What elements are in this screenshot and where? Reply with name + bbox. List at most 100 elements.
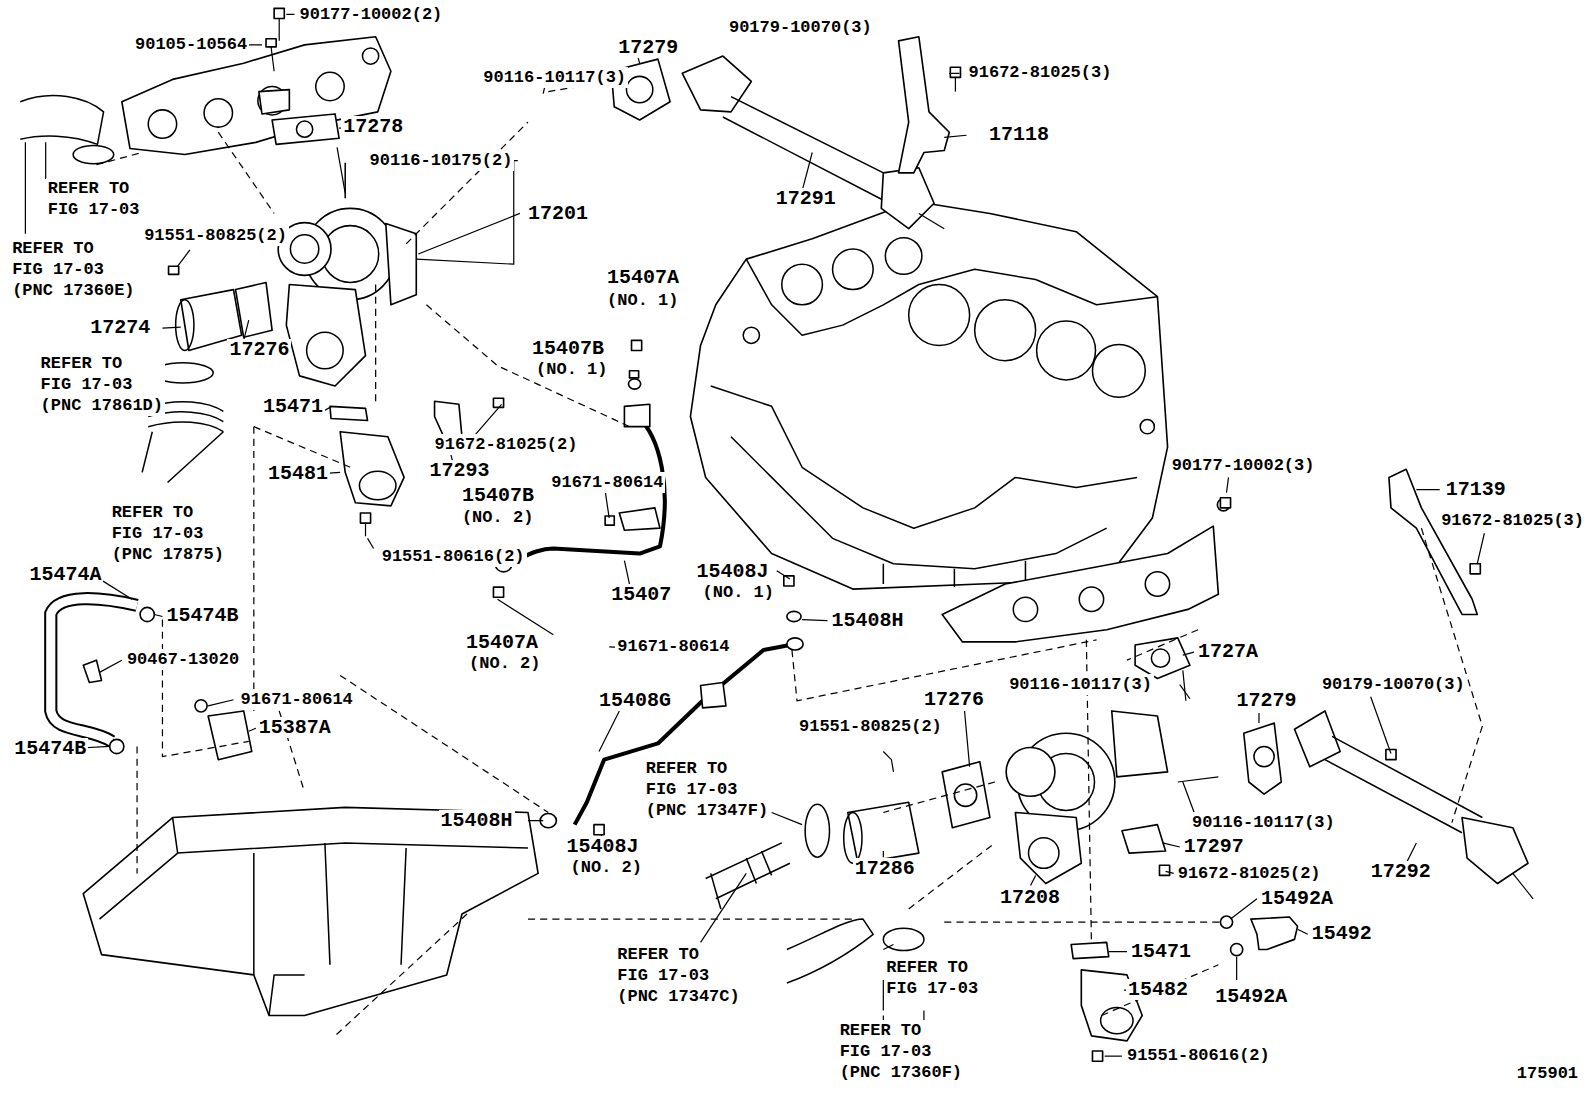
intake-pipe bbox=[176, 300, 194, 351]
callout-number: 17201 bbox=[526, 203, 590, 224]
assembly-line bbox=[340, 640, 1096, 813]
engine-block bbox=[1037, 321, 1096, 380]
callout-number: 17292 bbox=[1369, 861, 1433, 882]
exhaust-manifold bbox=[204, 99, 232, 127]
part-number: (NO. 1) bbox=[605, 290, 680, 311]
text-line: FIG 17-03 bbox=[617, 965, 739, 986]
callout-number: 15492 bbox=[1310, 923, 1374, 944]
leader-line bbox=[162, 153, 812, 341]
leader-line bbox=[71, 14, 1484, 1056]
assembly-line bbox=[96, 81, 1482, 1035]
text-line: (PNC 17347C) bbox=[617, 986, 739, 1007]
engine-block bbox=[1140, 420, 1154, 434]
oil-tube bbox=[495, 379, 664, 572]
engine-block bbox=[731, 437, 1107, 569]
bolt bbox=[629, 371, 638, 378]
callout-number: 17139 bbox=[1444, 479, 1508, 500]
gasket bbox=[272, 114, 339, 144]
exhaust-manifold bbox=[942, 526, 1218, 642]
turbocharger bbox=[1029, 838, 1059, 868]
turbocharger bbox=[1015, 812, 1081, 883]
turbocharger bbox=[1006, 747, 1055, 796]
oil-pan bbox=[83, 807, 538, 1015]
intake-pipe bbox=[236, 282, 273, 337]
callout-number: 15474A bbox=[27, 564, 103, 585]
callout-number: 15481 bbox=[266, 463, 330, 484]
bracket bbox=[899, 37, 950, 173]
part-number: 91671-80614 bbox=[615, 636, 731, 657]
engine-block bbox=[711, 386, 1137, 528]
exhaust-pipe bbox=[1295, 711, 1341, 767]
gasket bbox=[1135, 638, 1190, 679]
oil-tube bbox=[787, 611, 801, 621]
part-number: (NO. 2) bbox=[467, 653, 542, 674]
engine-block bbox=[782, 264, 823, 305]
text-line: (PNC 17875) bbox=[112, 544, 224, 565]
oil-return-elbow bbox=[1101, 1007, 1133, 1033]
callout-number: 15387A bbox=[257, 717, 333, 738]
bolt bbox=[493, 398, 503, 407]
callout-number: 15407A bbox=[605, 267, 681, 288]
reference-note: REFER TO FIG 17-03 (PNC 17875) bbox=[110, 502, 226, 565]
gasket bbox=[954, 784, 976, 806]
oil-return-elbow bbox=[340, 432, 404, 506]
part-number: 91671-80614 bbox=[239, 689, 355, 710]
exhaust-manifold bbox=[1145, 572, 1169, 596]
gasket bbox=[1071, 942, 1109, 958]
callout-number: 15407B bbox=[460, 485, 536, 506]
turbocharger bbox=[1112, 711, 1168, 777]
exhaust-pipe bbox=[723, 97, 894, 202]
bolt bbox=[594, 825, 604, 835]
hose bbox=[1231, 943, 1243, 955]
part-number: 90467-13020 bbox=[125, 649, 241, 670]
text-line: REFER TO bbox=[886, 957, 978, 978]
engine-block bbox=[743, 327, 759, 343]
leader-line bbox=[339, 127, 966, 264]
reference-note: REFER TO FIG 17-03 bbox=[884, 957, 980, 999]
hose bbox=[73, 145, 114, 163]
part-number: 91672-81025(3) bbox=[1439, 510, 1586, 531]
callout-number: 15407 bbox=[609, 584, 673, 605]
bolt bbox=[360, 513, 370, 523]
engine-block bbox=[975, 300, 1036, 361]
engine-block bbox=[690, 201, 1167, 589]
text-line: REFER TO bbox=[48, 178, 140, 199]
oil-return-elbow bbox=[359, 471, 396, 499]
assembly-line bbox=[528, 528, 1482, 919]
text-line: FIG 17-03 bbox=[41, 374, 163, 395]
assembly-line bbox=[335, 914, 467, 1036]
intake-pipe bbox=[746, 851, 771, 883]
leader-line bbox=[368, 477, 1229, 584]
bolt bbox=[274, 8, 284, 18]
hose bbox=[787, 919, 873, 983]
gasket bbox=[1135, 638, 1190, 679]
part-number: 91551-80616(2) bbox=[380, 546, 527, 567]
text-line: (PNC 17861D) bbox=[41, 395, 163, 416]
callout-number: 15474B bbox=[12, 738, 88, 759]
gasket bbox=[1244, 723, 1282, 794]
turbocharger bbox=[278, 163, 416, 386]
oil-pan bbox=[254, 843, 406, 975]
bolt bbox=[365, 523, 366, 536]
oil-tube bbox=[619, 508, 660, 530]
callout-number: 17293 bbox=[427, 460, 491, 481]
reference-note: REFER TO FIG 17-03 bbox=[46, 178, 142, 220]
callout-number: 17208 bbox=[998, 887, 1062, 908]
bracket bbox=[1122, 825, 1166, 853]
assembly-line bbox=[96, 81, 609, 243]
part-number: 90116-10175(2) bbox=[368, 150, 515, 171]
intake-pipe bbox=[805, 804, 829, 857]
exhaust-pipe bbox=[1325, 736, 1482, 832]
hose bbox=[140, 607, 154, 621]
part-number: 90179-10070(3) bbox=[727, 17, 874, 38]
reference-note: REFER TO FIG 17-03 (PNC 17861D) bbox=[39, 353, 165, 416]
engine-block bbox=[690, 201, 1167, 589]
bolt bbox=[337, 71, 548, 193]
reference-note: REFER TO FIG 17-03 (PNC 17347F) bbox=[644, 758, 770, 821]
leader-line bbox=[1105, 1056, 1122, 1057]
bolt bbox=[266, 39, 276, 47]
callout-number: 17278 bbox=[341, 116, 405, 137]
exhaust-pipe bbox=[881, 168, 934, 229]
leader-line bbox=[71, 746, 1196, 824]
turbocharger bbox=[386, 224, 416, 305]
